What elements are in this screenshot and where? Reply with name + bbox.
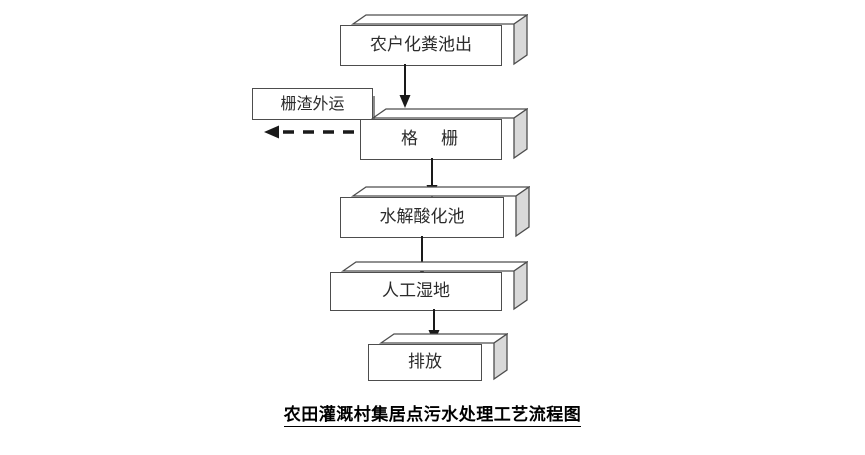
node-label: 格 栅 <box>401 129 461 149</box>
node-label: 农户化粪池出 <box>370 35 472 55</box>
node-label: 水解酸化池 <box>379 207 465 227</box>
node-face-front: 水解酸化池 <box>340 197 504 238</box>
connector-septic-to-grille <box>399 64 411 108</box>
node-constructed-wetland[interactable]: 人工湿地 <box>330 261 528 311</box>
node-face-front: 人工湿地 <box>330 272 502 311</box>
diagram-caption: 农田灌溉村集居点污水处理工艺流程图 <box>0 400 865 427</box>
node-grille[interactable]: 格 栅 <box>360 108 528 160</box>
node-label: 排放 <box>408 352 442 372</box>
node-face-front: 排放 <box>368 344 482 381</box>
node-face-front: 农户化粪池出 <box>340 25 502 66</box>
node-septic-outlet[interactable]: 农户化粪池出 <box>340 14 528 66</box>
node-label: 人工湿地 <box>382 281 450 301</box>
node-screenings-transport[interactable]: 栅渣外运 <box>252 88 373 120</box>
caption-text: 农田灌溉村集居点污水处理工艺流程图 <box>283 400 582 427</box>
node-hydrolysis-acidification-tank[interactable]: 水解酸化池 <box>340 186 530 238</box>
node-discharge[interactable]: 排放 <box>368 333 508 381</box>
node-label: 栅渣外运 <box>280 94 345 113</box>
node-face-front: 格 栅 <box>360 119 502 160</box>
